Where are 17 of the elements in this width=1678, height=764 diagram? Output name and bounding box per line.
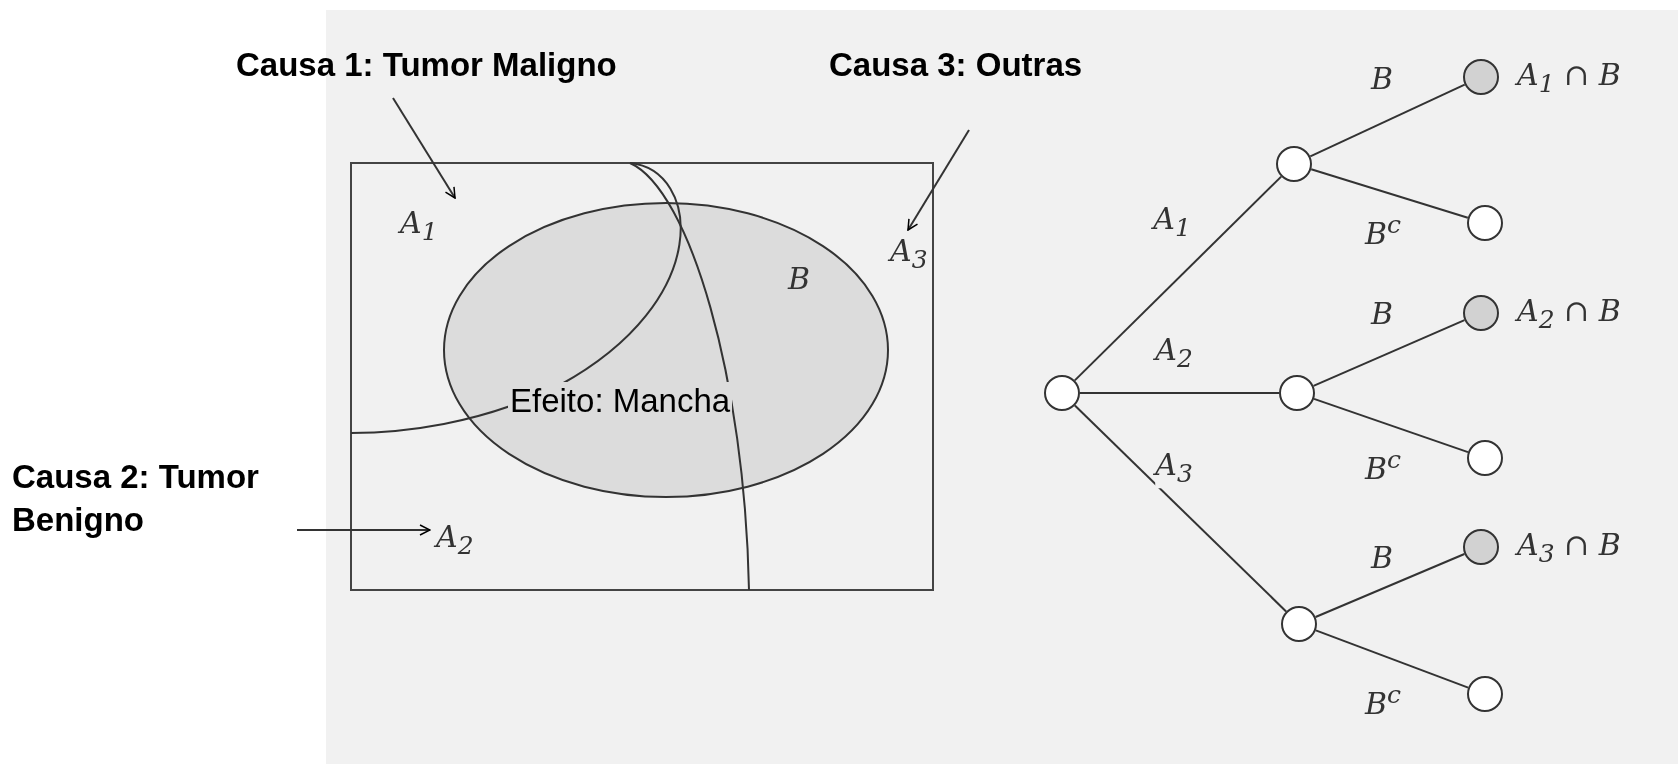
tree-branch <box>1312 319 1466 387</box>
event-label: B <box>788 262 811 295</box>
tree-branch <box>296 524 431 536</box>
tree-branch <box>1314 629 1470 689</box>
callout-text: Causa 2: Tumor Benigno <box>12 457 260 540</box>
tree-branch <box>1309 83 1466 158</box>
tree-branch <box>1314 553 1466 618</box>
tree-branch <box>907 129 970 231</box>
tree-branch <box>1073 175 1283 382</box>
tree-branch <box>1073 404 1288 613</box>
callout-text: Causa 3: Outras <box>829 45 1083 85</box>
tree-branch <box>1313 397 1469 454</box>
tree-branch <box>1079 392 1280 394</box>
tree-branch <box>392 97 456 199</box>
tree-branch <box>1310 168 1469 219</box>
event-ellipse <box>443 202 889 498</box>
callout-text: Causa 1: Tumor Maligno <box>236 45 617 85</box>
